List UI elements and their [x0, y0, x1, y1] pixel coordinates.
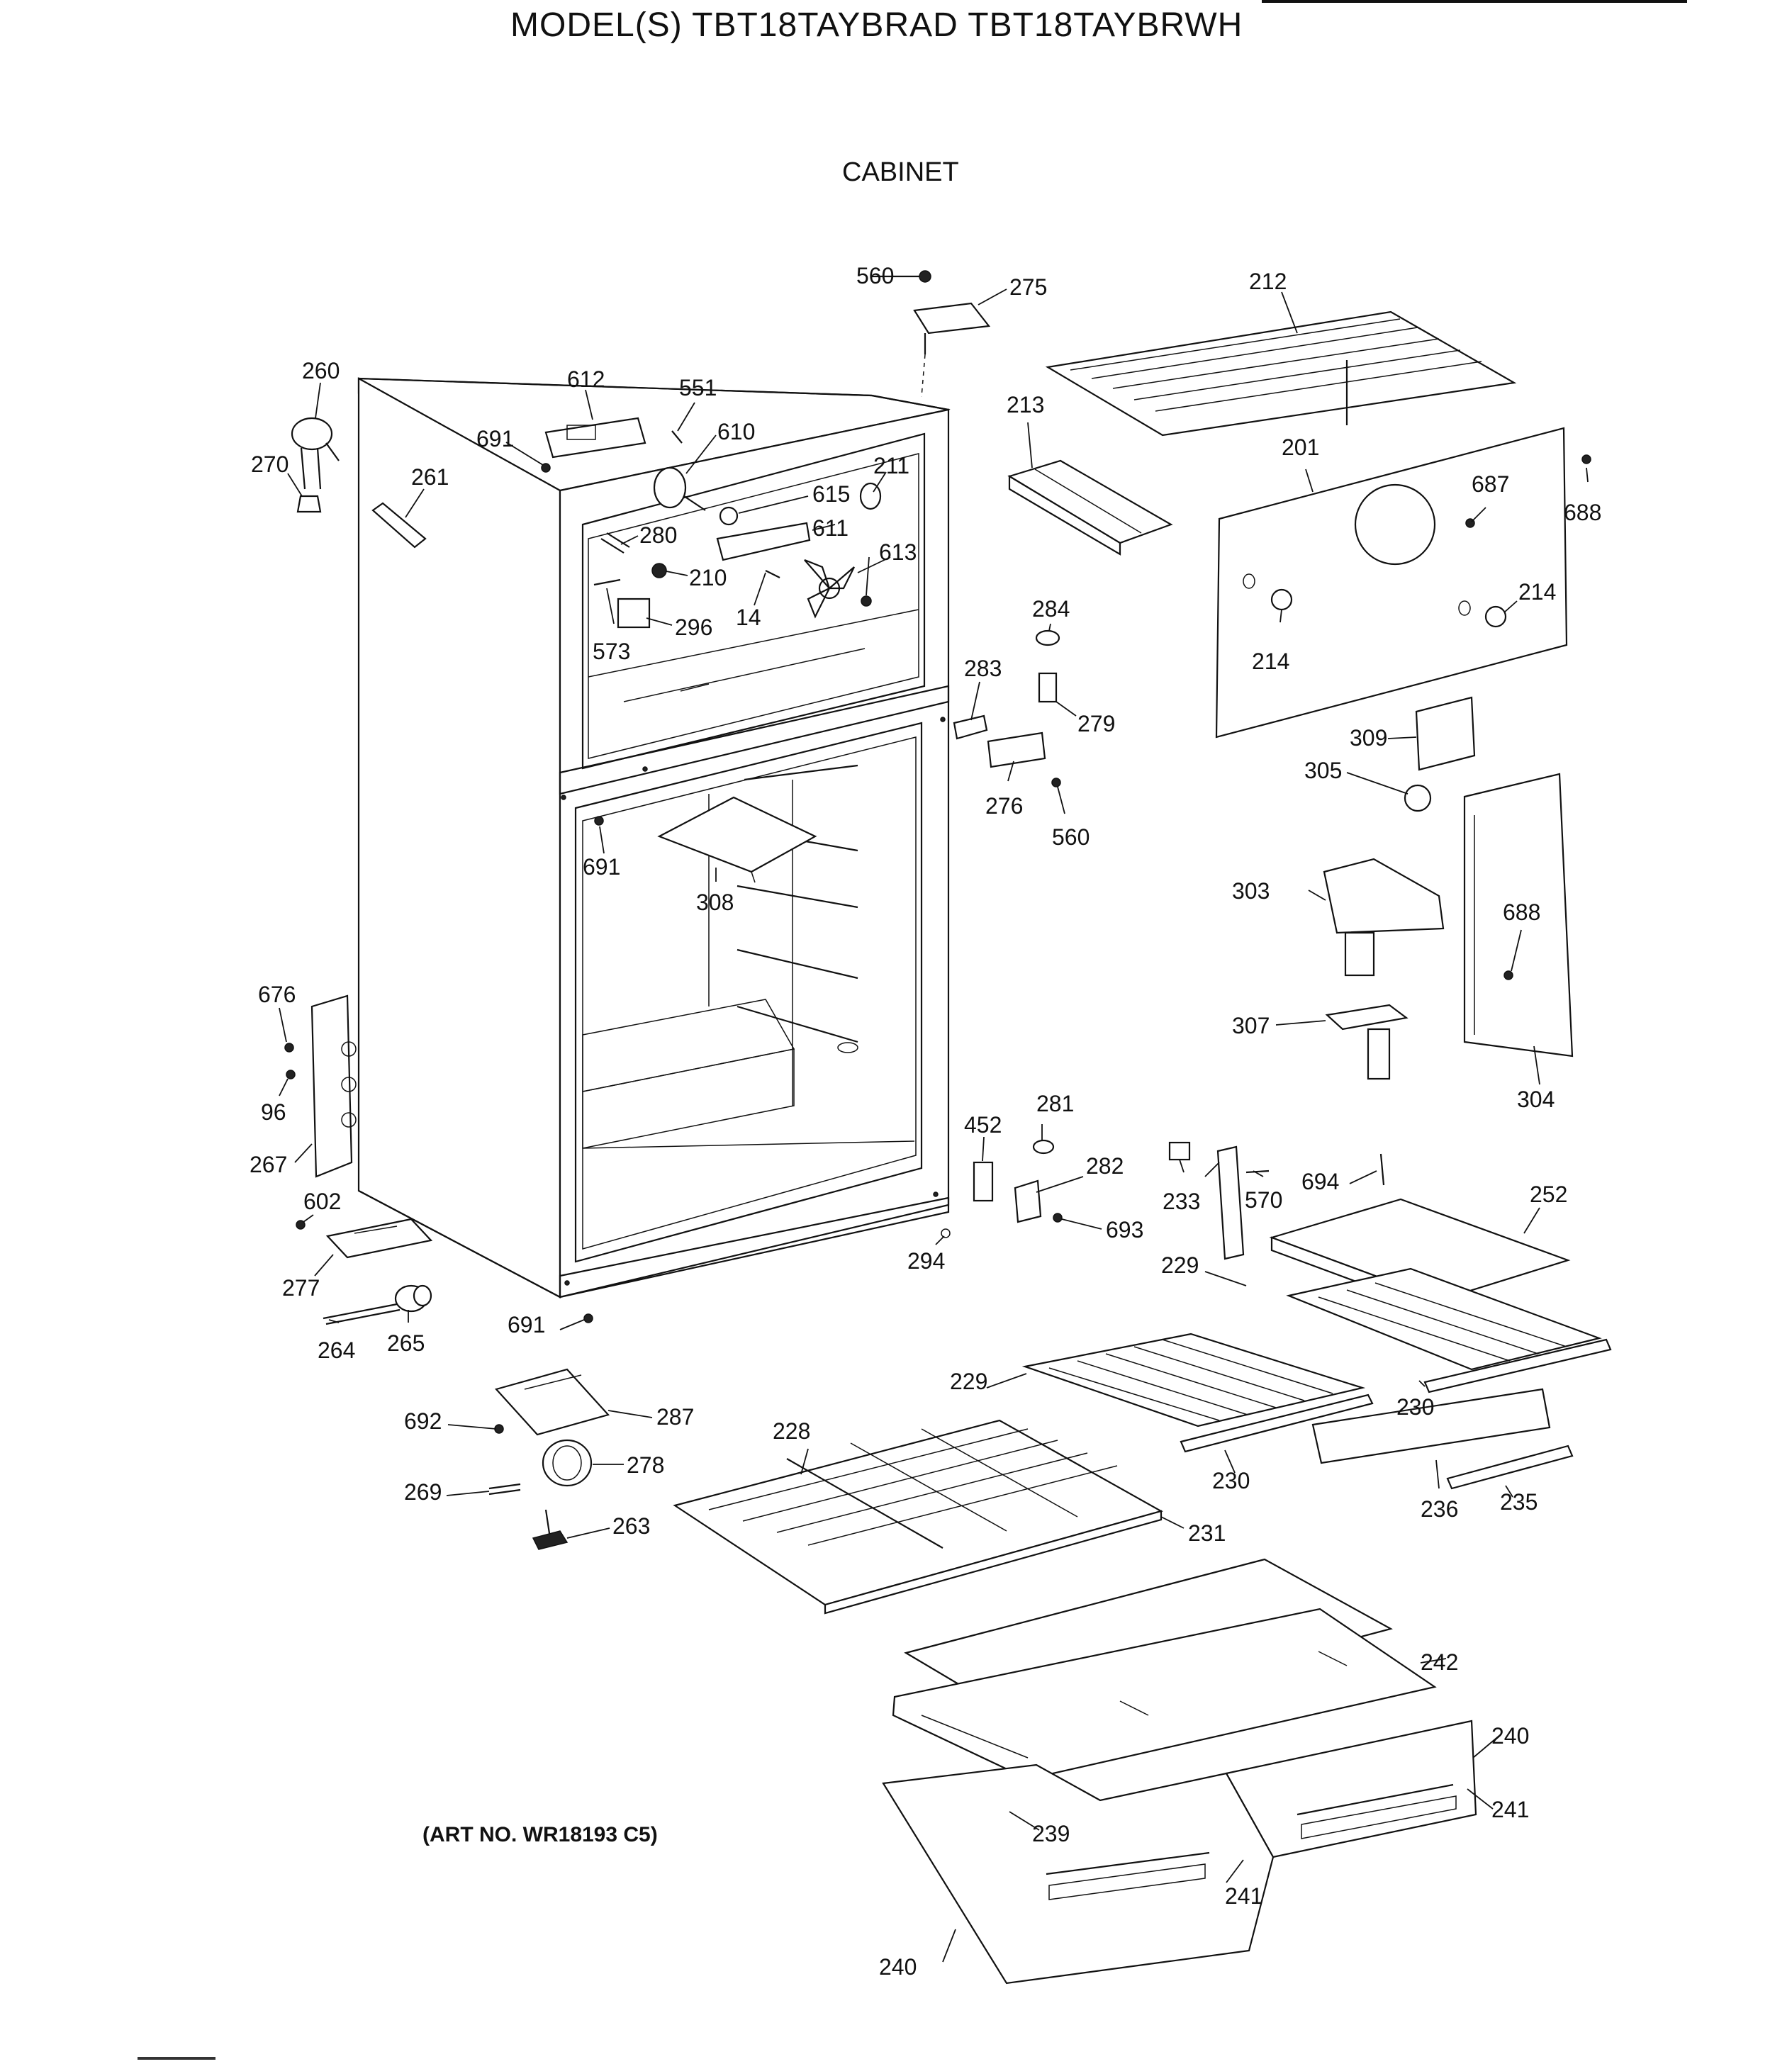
callout-267: 267: [250, 1152, 287, 1177]
callout-277: 277: [282, 1275, 320, 1301]
header-rule: [1262, 0, 1687, 3]
callout-560: 560: [1052, 824, 1090, 850]
callout-240: 240: [1491, 1723, 1529, 1749]
callout-452: 452: [964, 1112, 1002, 1138]
callout-240: 240: [879, 1954, 917, 1980]
callout-239: 239: [1032, 1821, 1070, 1846]
callout-214: 214: [1518, 579, 1556, 605]
callout-283: 283: [964, 656, 1002, 681]
ice-tray: [1007, 459, 1173, 556]
callout-610: 610: [717, 419, 755, 444]
callout-270: 270: [251, 452, 289, 477]
callout-613: 613: [879, 539, 917, 565]
art-number: (ART NO. WR18193 C5): [422, 1823, 658, 1846]
callout-201: 201: [1282, 434, 1319, 460]
part-number-callouts: 560 275 212 260 612 551 691 610 270 615 261 211 611 6…: [250, 263, 1601, 1980]
callout-275: 275: [1009, 274, 1047, 300]
callout-276: 276: [985, 793, 1023, 819]
callout-96: 96: [261, 1099, 286, 1125]
callout-305: 305: [1304, 758, 1342, 783]
callout-573: 573: [593, 639, 630, 664]
callout-688: 688: [1564, 500, 1601, 525]
callout-692: 692: [404, 1408, 442, 1434]
callout-281: 281: [1036, 1091, 1074, 1116]
callout-235: 235: [1500, 1489, 1538, 1515]
callout-602: 602: [303, 1189, 341, 1214]
callout-269: 269: [404, 1479, 442, 1505]
footer-mark: [138, 2057, 215, 2060]
callout-211: 211: [873, 453, 909, 478]
callout-278: 278: [627, 1452, 664, 1478]
wire-shelf-228: [673, 1419, 1163, 1615]
callout-284: 284: [1032, 596, 1070, 622]
callout-228: 228: [773, 1418, 810, 1444]
callout-280: 280: [639, 522, 677, 548]
evaporator-cover: [1215, 427, 1591, 739]
callout-260: 260: [302, 358, 340, 383]
freezer-components: [541, 417, 882, 883]
left-side-parts: [284, 417, 593, 1325]
callout-688: 688: [1503, 899, 1540, 925]
callout-307: 307: [1232, 1013, 1270, 1038]
callout-691: 691: [508, 1312, 545, 1337]
callout-213: 213: [1007, 392, 1044, 417]
callout-229: 229: [950, 1369, 987, 1394]
crisper-drawers: [882, 1720, 1477, 1985]
callout-309: 309: [1350, 725, 1387, 751]
callout-230: 230: [1396, 1394, 1434, 1420]
callout-570: 570: [1245, 1187, 1282, 1213]
callout-694: 694: [1301, 1169, 1339, 1194]
callout-676: 676: [258, 982, 296, 1007]
callout-264: 264: [318, 1337, 355, 1363]
callout-236: 236: [1421, 1496, 1458, 1522]
wire-shelves-229: [1021, 1267, 1602, 1428]
top-hinge: [872, 270, 991, 398]
shelf-rail-parts: [1168, 1141, 1385, 1260]
callout-231: 231: [1188, 1520, 1226, 1546]
callout-14: 14: [736, 605, 761, 630]
callout-687: 687: [1472, 471, 1509, 497]
callout-265: 265: [387, 1330, 425, 1356]
lower-hinge-parts: [941, 1139, 1063, 1238]
lower-front-parts: [488, 1368, 610, 1550]
refrigerator-cabinet: [357, 377, 951, 1299]
callout-611: 611: [812, 515, 849, 541]
callout-560: 560: [856, 263, 894, 288]
callout-615: 615: [812, 481, 850, 507]
section-title: CABINET: [842, 157, 959, 187]
shelf-rails: [1180, 1338, 1612, 1490]
callout-212: 212: [1249, 269, 1287, 294]
callout-233: 233: [1163, 1189, 1200, 1214]
crisper-cover: [892, 1558, 1437, 1780]
callout-252: 252: [1530, 1182, 1567, 1207]
callout-282: 282: [1086, 1153, 1124, 1179]
callout-551: 551: [679, 375, 717, 400]
callout-214: 214: [1252, 649, 1289, 674]
model-title: MODEL(S) TBT18TAYBRAD TBT18TAYBRWH: [510, 6, 1243, 44]
callout-229: 229: [1161, 1252, 1199, 1278]
callout-230: 230: [1212, 1468, 1250, 1493]
callout-241: 241: [1491, 1797, 1529, 1822]
dispenser-parts: [1323, 696, 1574, 1080]
callout-241: 241: [1225, 1883, 1262, 1909]
callout-261: 261: [411, 464, 449, 490]
callout-691: 691: [583, 854, 620, 880]
freezer-shelf-212: [1045, 310, 1517, 437]
callout-279: 279: [1077, 711, 1115, 736]
callout-263: 263: [612, 1513, 650, 1539]
callout-304: 304: [1517, 1087, 1555, 1112]
callout-308: 308: [696, 890, 734, 915]
callout-296: 296: [675, 615, 712, 640]
callout-303: 303: [1232, 878, 1270, 904]
leader-lines: [279, 276, 1589, 1963]
callout-693: 693: [1106, 1217, 1143, 1243]
callout-294: 294: [907, 1248, 945, 1274]
callout-210: 210: [689, 565, 727, 590]
center-small-parts: [953, 629, 1061, 787]
callout-287: 287: [656, 1404, 694, 1430]
callout-612: 612: [567, 366, 605, 392]
callout-691: 691: [476, 426, 514, 452]
